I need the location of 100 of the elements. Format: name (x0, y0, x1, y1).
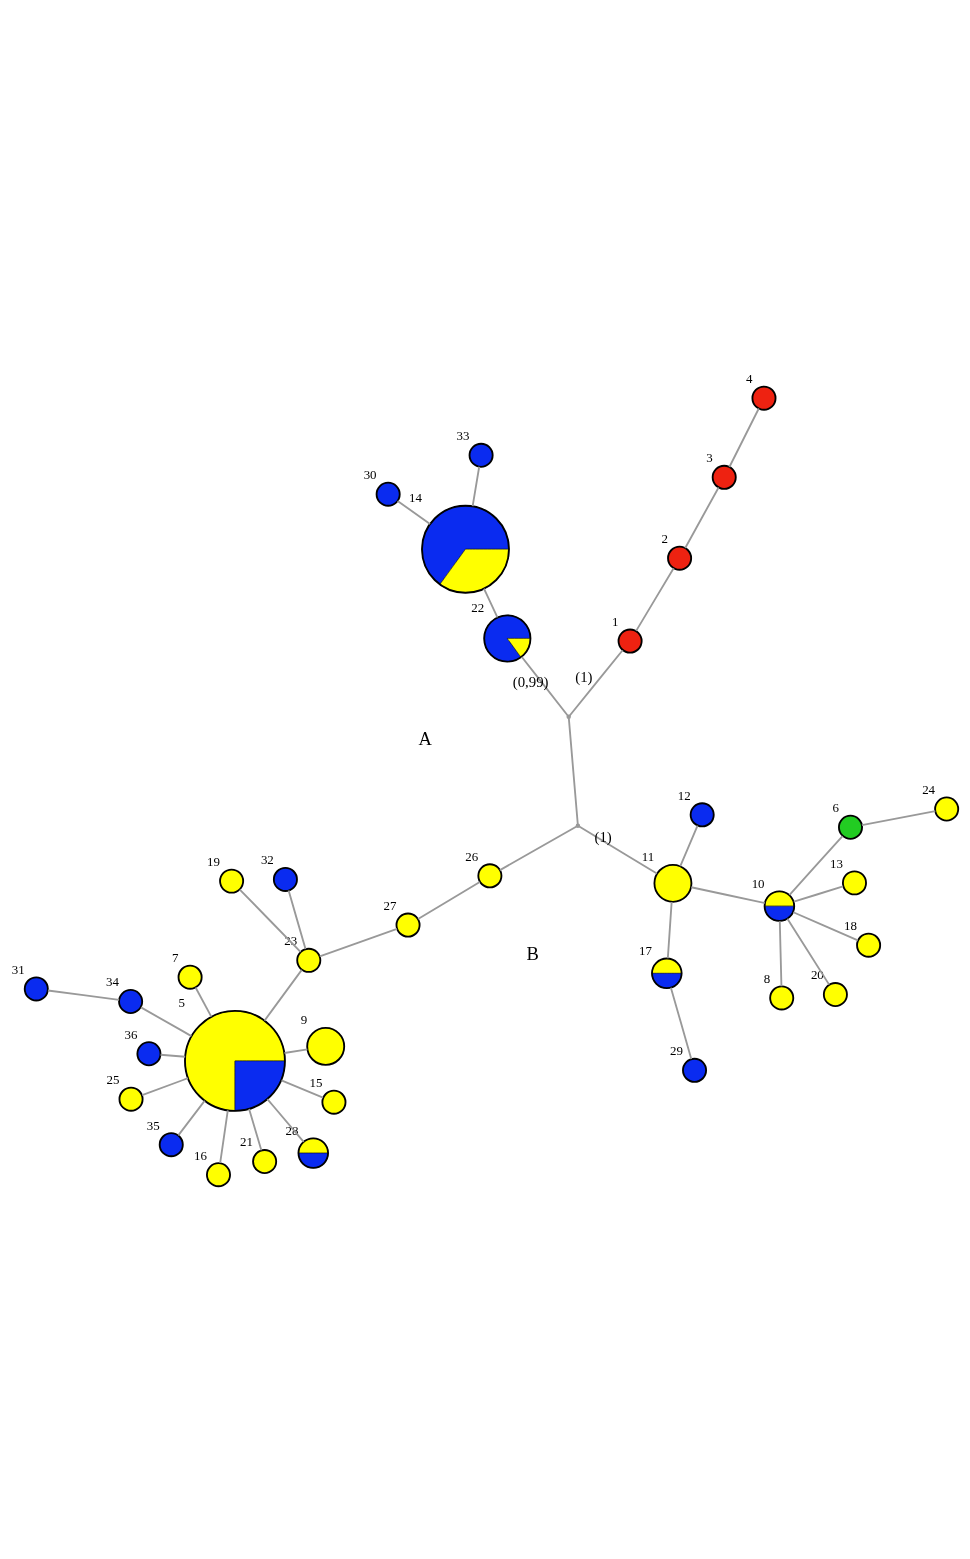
node-circle (617, 628, 643, 654)
node-circle (856, 932, 882, 958)
connector (567, 717, 579, 826)
node-circle (118, 989, 144, 1014)
connector (238, 888, 302, 953)
node-circle (468, 442, 494, 468)
node-circle (477, 863, 503, 889)
node-label: 18 (844, 918, 858, 934)
connector (159, 1053, 187, 1058)
node-label: 26 (465, 848, 479, 864)
node-label: 16 (193, 1147, 207, 1163)
connector (635, 567, 675, 632)
node-circle (296, 947, 322, 973)
connector (140, 1006, 193, 1037)
node-circle (136, 1041, 162, 1067)
node-circle (667, 545, 693, 571)
node-label: 21 (240, 1134, 254, 1150)
connector (194, 986, 213, 1018)
node-label: 5 (178, 995, 185, 1011)
edge-label: (1) (594, 828, 612, 845)
connector (483, 587, 499, 619)
node-circle (769, 985, 795, 1011)
node-circle (306, 1027, 346, 1066)
node-circle (23, 976, 49, 1002)
node-circle (206, 1162, 231, 1188)
node-label: 12 (677, 787, 691, 803)
node-circle (934, 796, 960, 822)
node-label: 8 (763, 970, 771, 986)
node-label: 22 (471, 599, 485, 615)
node-label: 36 (124, 1026, 138, 1042)
node-circle (158, 1132, 184, 1158)
node-circle (689, 802, 715, 828)
connector (669, 986, 693, 1060)
node-label: 2 (661, 531, 669, 547)
connector (578, 825, 658, 875)
node-label: 27 (383, 897, 397, 913)
connector (141, 1077, 189, 1096)
node-circle (321, 1089, 347, 1115)
connector (287, 889, 307, 951)
node-circle (375, 481, 401, 507)
connector (47, 989, 120, 1001)
node-circle (711, 464, 737, 490)
connector (666, 901, 673, 960)
connector (266, 1098, 305, 1143)
connector (219, 1109, 229, 1164)
connector (280, 1079, 324, 1099)
node-label: 17 (639, 943, 652, 959)
node-label: 6 (832, 800, 839, 816)
node-circle (653, 863, 693, 903)
label: A (418, 729, 432, 750)
node-label: 1 (612, 613, 619, 629)
node-label: 30 (363, 467, 377, 483)
node-label: 13 (829, 855, 843, 871)
connector (471, 465, 481, 508)
node-label: 3 (706, 450, 713, 466)
node-label: 9 (300, 1012, 308, 1028)
connector (786, 917, 831, 986)
node-label: 32 (260, 852, 274, 868)
node-label: 35 (146, 1117, 160, 1133)
node-label: 23 (284, 933, 298, 949)
node-label: 19 (207, 854, 221, 870)
connector (568, 649, 624, 717)
node-point (575, 823, 581, 828)
connector (792, 911, 859, 942)
node-circle (395, 912, 421, 938)
node-label: 10 (751, 875, 765, 891)
node-circle (118, 1086, 144, 1112)
node-circle (751, 385, 777, 411)
node-label: 31 (11, 961, 25, 977)
connector (396, 500, 431, 525)
connector (792, 885, 844, 903)
connector (499, 825, 578, 871)
node-label: 11 (641, 849, 655, 865)
connector (690, 886, 766, 904)
connector (778, 920, 783, 988)
node-point (566, 714, 571, 720)
node-label: 15 (309, 1075, 323, 1091)
node-label: 33 (456, 428, 470, 444)
node-circle (822, 982, 848, 1008)
node-circle (842, 870, 867, 896)
node-circle (272, 866, 298, 892)
edge-label: (1) (575, 669, 593, 686)
connector (248, 1107, 263, 1152)
node-label: 25 (106, 1072, 120, 1088)
connector (728, 407, 760, 468)
connector (318, 928, 398, 958)
node-circle (252, 1149, 278, 1174)
connector (679, 824, 699, 867)
node-label: 29 (670, 1043, 683, 1059)
connector (263, 968, 303, 1022)
edge-label: (0,99) (512, 673, 549, 690)
connector (684, 486, 720, 549)
node-label: 34 (106, 974, 120, 990)
node-circle (838, 814, 863, 840)
connector (788, 835, 844, 896)
connector (520, 656, 569, 717)
node-label: 14 (409, 490, 422, 506)
node-label: 7 (172, 950, 179, 966)
node-label: 4 (745, 371, 753, 387)
connector (177, 1099, 206, 1137)
